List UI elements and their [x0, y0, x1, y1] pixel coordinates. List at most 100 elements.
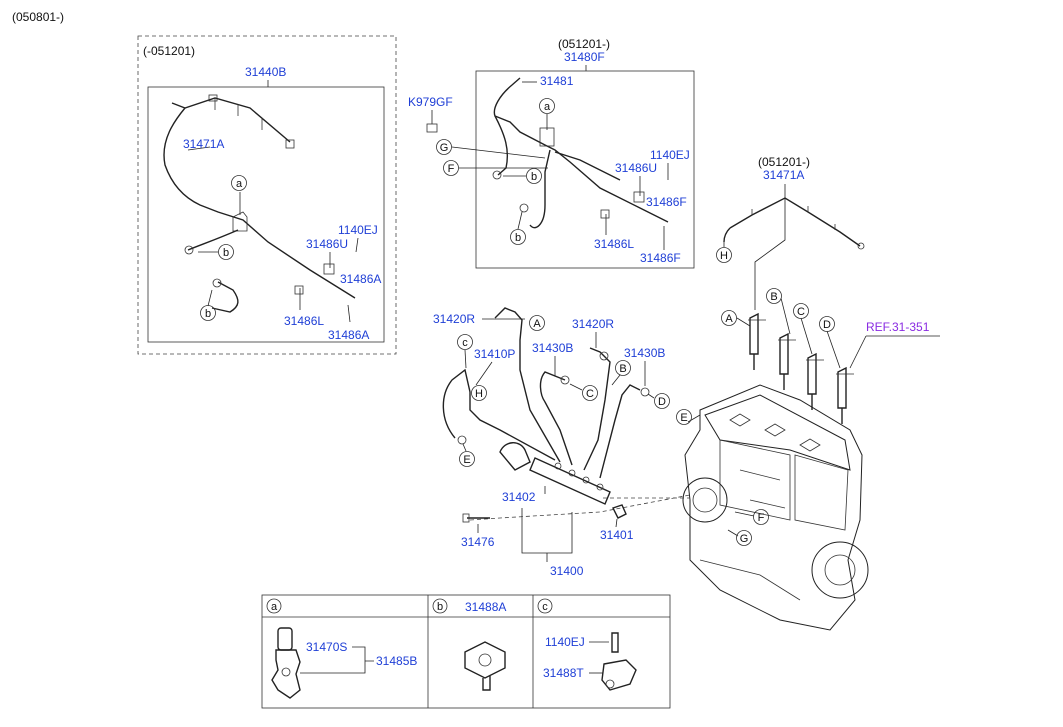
callout-H-top: H [716, 247, 732, 263]
right-group-box [475, 70, 695, 269]
label-31481: 31481 [540, 74, 574, 88]
svg-text:b: b [223, 247, 229, 259]
callout-b-right-2: b [510, 229, 526, 245]
svg-text:F: F [758, 512, 765, 524]
svg-text:F: F [448, 163, 455, 175]
reference-link[interactable]: REF.31-351 [866, 320, 930, 334]
injector-leakoff-hose [723, 197, 865, 250]
label-31402: 31402 [502, 490, 536, 504]
left-group-box [147, 86, 385, 343]
svg-text:D: D [823, 319, 831, 331]
label-31486A-2: 31486A [328, 328, 369, 342]
legend-key-c: c [537, 598, 553, 614]
svg-text:B: B [770, 291, 777, 303]
label-31486A-1: 31486A [340, 272, 381, 286]
svg-text:c: c [542, 601, 548, 613]
common-rail [469, 442, 691, 521]
callout-F-top: F [443, 160, 459, 176]
legend-31470S: 31470S [306, 640, 347, 654]
legend-31488T: 31488T [543, 666, 584, 680]
svg-text:a: a [271, 601, 278, 613]
injectors [748, 312, 854, 424]
svg-text:b: b [531, 171, 537, 183]
label-31430B-1: 31430B [532, 341, 573, 355]
svg-text:E: E [680, 412, 687, 424]
legend-key-a: a [266, 598, 282, 614]
bolt-31476 [462, 513, 490, 523]
left-leakoff-hose [163, 94, 356, 313]
legend-31485B: 31485B [376, 654, 417, 668]
callout-D-pipe: D [654, 393, 670, 409]
legend-key-b: b [432, 598, 448, 614]
callout-B-injector: B [766, 288, 782, 304]
callout-b-right-1: b [526, 168, 542, 184]
legend-table [261, 594, 671, 709]
svg-text:G: G [740, 533, 749, 545]
left-group-frame [137, 35, 397, 355]
callout-G-top: G [436, 139, 452, 155]
legend-31488A: 31488A [465, 600, 506, 614]
label-31420R-2: 31420R [572, 317, 614, 331]
diagram-code: (050801-) [12, 10, 64, 24]
legend-b-drawing [464, 641, 506, 691]
label-31400: 31400 [550, 564, 584, 578]
svg-text:A: A [533, 318, 541, 330]
callout-F-engine: F [753, 509, 769, 525]
callout-a-right: a [539, 98, 555, 114]
right-group-period: (051201-) [558, 37, 610, 51]
legend-1140EJ: 1140EJ [545, 635, 585, 649]
label-1140EJ-left: 1140EJ [338, 223, 378, 237]
callout-E-engine: E [676, 409, 692, 425]
callout-b-left-1: b [218, 244, 234, 260]
engine-block [682, 384, 869, 631]
inj-group-assembly: 31471A [763, 168, 804, 182]
left-group-assembly: 31440B [245, 65, 286, 79]
label-31486U-right: 31486U [615, 161, 657, 175]
inj-group-period: (051201-) [758, 155, 810, 169]
left-group-period: (-051201) [143, 44, 195, 58]
label-31486F-2: 31486F [640, 251, 681, 265]
label-31486L-left: 31486L [284, 314, 324, 328]
label-31486L-right: 31486L [594, 237, 634, 251]
svg-text:b: b [205, 308, 211, 320]
callout-A-injector: A [721, 310, 737, 326]
callout-b-left-2: b [200, 305, 216, 321]
callout-B-pipe: B [615, 360, 631, 376]
label-31420R-1: 31420R [433, 312, 475, 326]
svg-text:b: b [437, 601, 443, 613]
label-31430B-2: 31430B [624, 346, 665, 360]
svg-text:D: D [658, 396, 666, 408]
svg-text:a: a [236, 178, 243, 190]
right-leakoff-hose [492, 77, 669, 229]
svg-text:A: A [725, 313, 733, 325]
callout-E-pipe: E [459, 451, 475, 467]
svg-text:B: B [619, 363, 626, 375]
callout-C-pipe: C [582, 385, 598, 401]
label-K979GF: K979GF [408, 95, 453, 109]
svg-text:H: H [475, 388, 483, 400]
sensor-31401 [612, 504, 627, 519]
label-31410P: 31410P [474, 347, 515, 361]
callout-G-engine: G [736, 530, 752, 546]
callout-c-pipe: c [457, 334, 473, 350]
label-31401: 31401 [600, 528, 634, 542]
svg-text:G: G [440, 142, 449, 154]
high-pressure-pipes [442, 307, 650, 479]
legend-a-drawing [271, 627, 301, 699]
svg-text:b: b [515, 232, 521, 244]
callout-A-pipe: A [529, 315, 545, 331]
svg-text:H: H [720, 250, 728, 262]
callout-a-left: a [231, 175, 247, 191]
svg-text:a: a [544, 101, 551, 113]
right-group-assembly: 31480F [564, 50, 605, 64]
legend-c-drawing [601, 632, 637, 691]
label-31486U-left: 31486U [306, 237, 348, 251]
label-31476: 31476 [461, 535, 495, 549]
callout-C-injector: C [793, 303, 809, 319]
callout-D-injector: D [819, 316, 835, 332]
label-1140EJ-right: 1140EJ [650, 148, 690, 162]
label-31471A-left: 31471A [183, 137, 224, 151]
svg-text:C: C [797, 306, 805, 318]
svg-text:E: E [463, 454, 470, 466]
